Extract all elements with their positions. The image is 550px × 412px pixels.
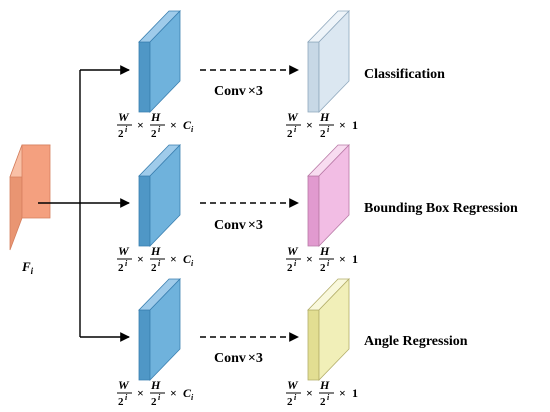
connectors	[38, 65, 130, 342]
input-label-sub: i	[31, 266, 34, 276]
formula-feature-3-width-numerator: W	[118, 378, 130, 392]
conv-label-2: Conv×3	[214, 218, 263, 233]
formula-head-1-width-exponent: i	[294, 125, 297, 134]
formula-feature-1-channel-sub: i	[191, 125, 194, 134]
formula-head-1-one: 1	[352, 118, 358, 132]
formula-head-1-times-1: ×	[306, 118, 313, 132]
formula-head-2-one: 1	[352, 252, 358, 266]
formula-feature-2-width-denominator: 2	[118, 262, 124, 274]
formula-feature-2-times-1: ×	[137, 252, 144, 266]
feature-block-2	[138, 144, 181, 247]
formula-head-3-width-denominator: 2	[287, 396, 293, 408]
formula-feature-2-channel-sub: i	[191, 259, 194, 268]
formula-head-1-width-denominator: 2	[287, 128, 293, 140]
input-label-main: F	[21, 259, 31, 274]
input-feature-map: Fi	[9, 144, 51, 276]
formula-head-1-height-exponent: i	[327, 125, 330, 134]
formula-feature-3-channel: C	[183, 386, 192, 400]
input-label: Fi	[21, 259, 34, 276]
formula-feature-3-times-2: ×	[170, 386, 177, 400]
formula-feature-3-height-exponent: i	[158, 393, 161, 402]
formula-head-2-width-exponent: i	[294, 259, 297, 268]
branch-label-angle-regression: Angle Regression	[364, 334, 468, 349]
formula-feature-1-width-exponent: i	[125, 125, 128, 134]
input-block-front	[21, 144, 51, 219]
formula-feature-1-height-denominator: 2	[151, 128, 157, 140]
formula-feature-3-height-numerator: H	[150, 378, 161, 392]
formula-feature-2-height-denominator: 2	[151, 262, 157, 274]
formula-head-3-height-numerator: H	[319, 378, 330, 392]
formula-feature-3-channel-sub: i	[191, 393, 194, 402]
feature-block-3	[138, 278, 181, 381]
formula-head-2-times-2: ×	[339, 252, 346, 266]
formula-feature-1-times-1: ×	[137, 118, 144, 132]
formula-feature-2-channel: C	[183, 252, 192, 266]
formula-feature-1-width-numerator: W	[118, 110, 130, 124]
formula-head-3-times-2: ×	[339, 386, 346, 400]
formula-head-3-height-denominator: 2	[320, 396, 326, 408]
feature-block-1	[138, 10, 181, 113]
branch-bounding-box-regression: Conv×3 Bounding Box Regression	[138, 144, 518, 247]
formula-head-1-height-denominator: 2	[320, 128, 326, 140]
formula-feature-1-times-2: ×	[170, 118, 177, 132]
branch-label-classification: Classification	[364, 67, 445, 82]
branch-classification: Conv×3 Classification	[138, 10, 445, 113]
formula-feature-2-width-exponent: i	[125, 259, 128, 268]
formula-feature-2-height-exponent: i	[158, 259, 161, 268]
formula-head-1-height-numerator: H	[319, 110, 330, 124]
head-block-1	[307, 10, 350, 113]
formula-feature-2-width-numerator: W	[118, 244, 130, 258]
formula-feature-2-height-numerator: H	[150, 244, 161, 258]
branch-label-bbox-regression: Bounding Box Regression	[364, 201, 518, 216]
formula-head-2-width-numerator: W	[287, 244, 299, 258]
formula-feature-3-width-denominator: 2	[118, 396, 124, 408]
formula-head-2-height-numerator: H	[319, 244, 330, 258]
formula-feature-2-times-2: ×	[170, 252, 177, 266]
formula-feature-1-height-exponent: i	[158, 125, 161, 134]
formula-feature-1-channel: C	[183, 118, 192, 132]
formula-head-3-times-1: ×	[306, 386, 313, 400]
formula-head-3-one: 1	[352, 386, 358, 400]
formula-feature-3-height-denominator: 2	[151, 396, 157, 408]
formula-head-2-height-exponent: i	[327, 259, 330, 268]
head-block-2	[307, 144, 350, 247]
formula-feature-1-width-denominator: 2	[118, 128, 124, 140]
formula-feature-1-height-numerator: H	[150, 110, 161, 124]
conv-label-3: Conv×3	[214, 351, 263, 366]
conv-label-1: Conv×3	[214, 84, 263, 99]
head-block-3	[307, 278, 350, 381]
formula-head-2-height-denominator: 2	[320, 262, 326, 274]
formula-head-2-width-denominator: 2	[287, 262, 293, 274]
branch-angle-regression: Conv×3 Angle Regression	[138, 278, 468, 381]
formula-head-3-width-numerator: W	[287, 378, 299, 392]
formula-feature-3-times-1: ×	[137, 386, 144, 400]
formula-head-1-width-numerator: W	[287, 110, 299, 124]
formula-head-1-times-2: ×	[339, 118, 346, 132]
formula-head-3-height-exponent: i	[327, 393, 330, 402]
formula-head-2-times-1: ×	[306, 252, 313, 266]
formula-head-3-width-exponent: i	[294, 393, 297, 402]
formula-feature-3-width-exponent: i	[125, 393, 128, 402]
